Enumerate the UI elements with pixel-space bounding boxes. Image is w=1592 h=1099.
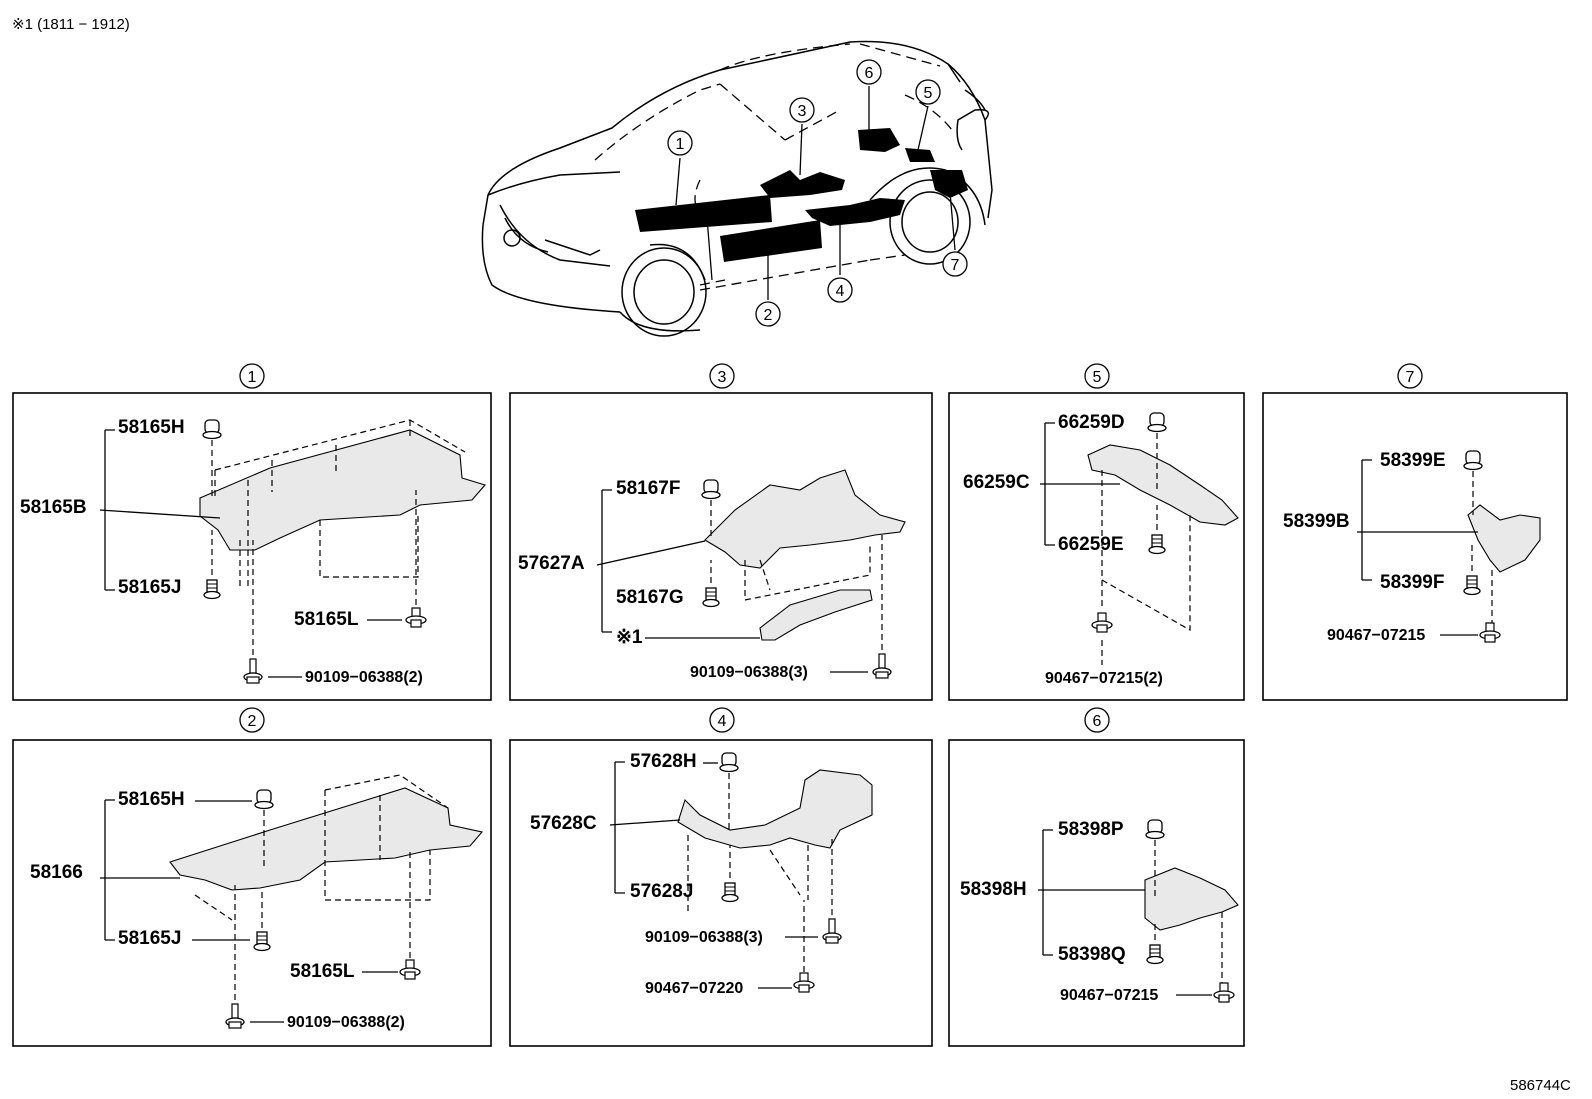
callout-1: 1 (667, 130, 693, 206)
p5-clip-bottom-label: 66259E (1058, 534, 1124, 555)
p7-assembly-label: 58399B (1283, 511, 1350, 532)
p4-assembly-label: 57628C (530, 813, 597, 834)
p4-clip-label: 90467−07220 (645, 980, 743, 997)
p3-bolt-label: 90109−06388(3) (690, 664, 808, 681)
callout-3: 3 (789, 97, 815, 176)
p2-clip-bottom-label: 58165J (118, 928, 181, 949)
header-note: ※1 (1811 − 1912) (12, 16, 130, 33)
panel-4: 4 57628H 57628C 57628J 90109−06388(3) 90… (509, 707, 933, 1047)
p3-clip-bottom-label: 58167G (616, 587, 684, 608)
panel-2: 2 58165H 58166 58165J 58165L 90109−06388… (12, 707, 492, 1047)
panel-1-number: 1 (248, 369, 257, 386)
wheel-house-cover-rear (1467, 504, 1541, 573)
quarter-cover-rear (1144, 867, 1239, 931)
p1-assembly-label: 58165B (20, 497, 87, 518)
svg-text:4: 4 (836, 283, 845, 300)
p1-bolt-label: 90109−06388(2) (305, 669, 423, 686)
callout-7: 7 (942, 191, 968, 277)
diagram-code: 586744C (1510, 1077, 1571, 1094)
p6-clip-bottom-label: 58398Q (1058, 944, 1126, 965)
p3-note-part-label: ※1 (616, 627, 643, 648)
callout-4: 4 (827, 222, 853, 303)
svg-text:7: 7 (951, 257, 960, 274)
undercover-front (199, 429, 486, 551)
p2-grommet-label: 58165L (290, 961, 355, 982)
panel-4-number: 4 (718, 713, 727, 730)
p5-clip-top-label: 66259D (1058, 412, 1125, 433)
undercover-rear (169, 787, 484, 891)
p2-clip-top-label: 58165H (118, 789, 185, 810)
panel-5-number: 5 (1093, 369, 1102, 386)
panel-2-number: 2 (248, 713, 257, 730)
fender-cover-rear (1087, 444, 1239, 526)
callout-2: 2 (755, 255, 781, 327)
p5-assembly-label: 66259C (963, 472, 1030, 493)
car-illustration (481, 40, 993, 337)
p4-bolt-label: 90109−06388(3) (645, 929, 763, 946)
panel-7: 7 58399E 58399B 58399F 90467−07215 (1262, 363, 1568, 701)
panel-3-number: 3 (718, 369, 727, 386)
panel-1: 1 58165H 58165B 58165J 58165L 90109−0638… (12, 363, 492, 701)
p6-clip-top-label: 58398P (1058, 819, 1124, 840)
p6-assembly-label: 58398H (960, 879, 1027, 900)
panel-7-number: 7 (1406, 369, 1415, 386)
svg-text:1: 1 (676, 136, 685, 153)
svg-text:2: 2 (764, 307, 773, 324)
p4-clip-top-label: 57628H (630, 751, 697, 772)
panel-6-number: 6 (1093, 713, 1102, 730)
p2-bolt-label: 90109−06388(2) (287, 1014, 405, 1031)
callout-6: 6 (856, 59, 882, 130)
panel-3: 3 58167F 57627A 58167G ※1 90109−06388(3) (509, 363, 933, 701)
p1-clip-top-label: 58165H (118, 417, 185, 438)
svg-text:5: 5 (924, 85, 933, 102)
panel-5: 5 66259D 66259C 66259E 90467−07215(2) (948, 363, 1245, 701)
p1-grommet-label: 58165L (294, 609, 359, 630)
p7-clip-bottom-label: 58399F (1380, 572, 1444, 593)
callout-5: 5 (915, 79, 941, 151)
svg-text:3: 3 (798, 103, 807, 120)
p7-clip-top-label: 58399E (1380, 450, 1446, 471)
panel-6: 6 58398P 58398H 58398Q 90467−07215 (948, 707, 1245, 1047)
floor-cover-lh (704, 469, 906, 569)
p3-assembly-label: 57627A (518, 553, 585, 574)
p3-clip-top-label: 58167F (616, 478, 680, 499)
p2-assembly-label: 58166 (30, 862, 83, 883)
p6-clip-label: 90467−07215 (1060, 987, 1158, 1004)
p4-clip-bottom-label: 57628J (630, 881, 693, 902)
floor-cover-rh (677, 769, 873, 849)
p1-clip-bottom-label: 58165J (118, 577, 181, 598)
svg-text:6: 6 (865, 65, 874, 82)
p5-clip-label: 90467−07215(2) (1045, 670, 1163, 687)
p7-clip-label: 90467−07215 (1327, 627, 1425, 644)
